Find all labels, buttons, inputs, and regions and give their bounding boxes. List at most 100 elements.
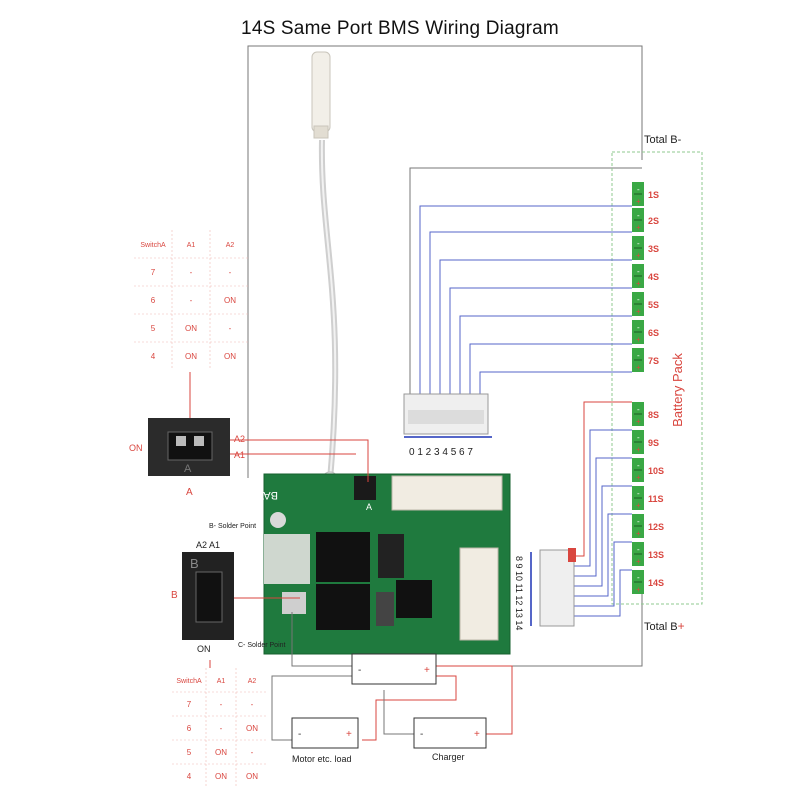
svg-text:+: + — [636, 417, 641, 426]
table-cell: ON — [246, 772, 258, 781]
balance-wire — [574, 401, 632, 557]
table-cell: ON — [224, 352, 236, 361]
table-cell: ON — [185, 324, 197, 333]
table-cell: 4 — [151, 352, 156, 361]
balance-wires — [419, 205, 632, 617]
cell-label: 10S — [648, 466, 664, 476]
switch-a-label: A — [186, 487, 193, 498]
frame-wire — [247, 45, 643, 478]
table-cell: - — [190, 296, 193, 305]
b-solder-point-label: B- Solder Point — [209, 523, 256, 530]
svg-text:-: - — [637, 323, 640, 332]
table-header-cell: A1 — [217, 678, 226, 685]
svg-text:-: - — [420, 729, 423, 740]
total-b-minus-wire — [409, 167, 642, 400]
cell-7s: - +7S — [632, 348, 659, 372]
svg-text:+: + — [636, 529, 641, 538]
motor-load-box: - + — [291, 717, 359, 749]
cell-label: 6S — [648, 328, 659, 338]
cell-label: 7S — [648, 356, 659, 366]
svg-text:+: + — [636, 363, 641, 372]
cell-1s: -+1S — [632, 182, 659, 206]
svg-text:-: - — [637, 295, 640, 304]
svg-text:+: + — [636, 501, 641, 510]
charger-box: - + — [413, 717, 487, 749]
svg-text:-: - — [637, 267, 640, 276]
battery-terminal-box: - + — [351, 653, 437, 685]
cell-label: 9S — [648, 438, 659, 448]
table-header-cell: A2 — [248, 678, 257, 685]
switch-b-on-label: ON — [197, 644, 211, 654]
cell-label: 12S — [648, 522, 664, 532]
cell-6s: -+6S — [632, 320, 659, 344]
svg-text:+: + — [346, 729, 352, 740]
balance-wire — [574, 569, 632, 617]
cell-10s: -+10S — [632, 458, 664, 482]
table-cell: 5 — [187, 748, 192, 757]
svg-text:+: + — [636, 223, 641, 232]
switch-b-photo: B — [182, 552, 234, 640]
balance-wire — [469, 343, 632, 404]
cell-label: 3S — [648, 244, 659, 254]
switch-a-a2-label: A2 — [234, 434, 245, 444]
svg-text:+: + — [636, 557, 641, 566]
battery-cells: -+1S-+2S-+3S-+4S-+5S-+6S-+7S-+8S-+9S-+10… — [632, 182, 664, 594]
table-cell: - — [220, 700, 223, 709]
balance-wire — [574, 429, 632, 567]
cell-label: 8S — [648, 410, 659, 420]
connector-top-label: 0 1 2 3 4 5 6 7 — [409, 447, 473, 458]
cell-11s: - +11S — [632, 486, 664, 510]
svg-text:+: + — [636, 307, 641, 316]
table-cell: 7 — [151, 268, 156, 277]
svg-text:B: B — [190, 556, 199, 571]
svg-text:-: - — [637, 461, 640, 470]
svg-text:-: - — [298, 729, 301, 740]
svg-text:-: - — [637, 573, 640, 582]
svg-text:-: - — [637, 239, 640, 248]
svg-text:+: + — [474, 729, 480, 740]
table-header-cell: A2 — [226, 242, 235, 249]
cell-label: 1S — [648, 190, 659, 200]
cell-label: 5S — [648, 300, 659, 310]
balance-wire — [449, 287, 632, 404]
table-header-cell: SwitchA — [140, 242, 166, 249]
table-cell: ON — [215, 748, 227, 757]
cell-3s: -+3S — [632, 236, 659, 260]
svg-text:+: + — [636, 445, 641, 454]
svg-text:-: - — [637, 489, 640, 498]
table-cell: ON — [224, 296, 236, 305]
switch-b-a2a1-label: A2 A1 — [196, 540, 220, 550]
cell-label: 14S — [648, 578, 664, 588]
table-cell: 6 — [187, 724, 192, 733]
balance-wire — [574, 513, 632, 597]
svg-text:-: - — [637, 351, 640, 360]
balance-wire — [459, 315, 632, 404]
balance-wire — [429, 231, 632, 404]
table-cell: ON — [246, 724, 258, 733]
cell-5s: - +5S — [632, 292, 659, 316]
svg-text:+: + — [424, 665, 430, 676]
motor-load-label: Motor etc. load — [292, 754, 352, 764]
cell-label: 4S — [648, 272, 659, 282]
cell-label: 11S — [648, 494, 664, 504]
switch-a-on-label: ON — [129, 443, 143, 453]
temp-sensor-probe — [311, 51, 331, 133]
table-cell: 4 — [187, 772, 192, 781]
battery-pack-label: Battery Pack — [670, 353, 685, 427]
table-cell: - — [220, 724, 223, 733]
table-cell: - — [190, 268, 193, 277]
balance-wire — [419, 205, 632, 404]
svg-text:-: - — [637, 545, 640, 554]
bms-pcb: BAT A — [257, 473, 511, 655]
cell-13s: -+13S — [632, 542, 664, 566]
switch-a-a1-label: A1 — [234, 450, 245, 460]
table-cell: ON — [185, 352, 197, 361]
table-cell: ON — [215, 772, 227, 781]
total-b-plus-label: Total B+ — [644, 619, 685, 633]
svg-text:A: A — [184, 463, 192, 475]
cell-4s: -+4S — [632, 264, 659, 288]
